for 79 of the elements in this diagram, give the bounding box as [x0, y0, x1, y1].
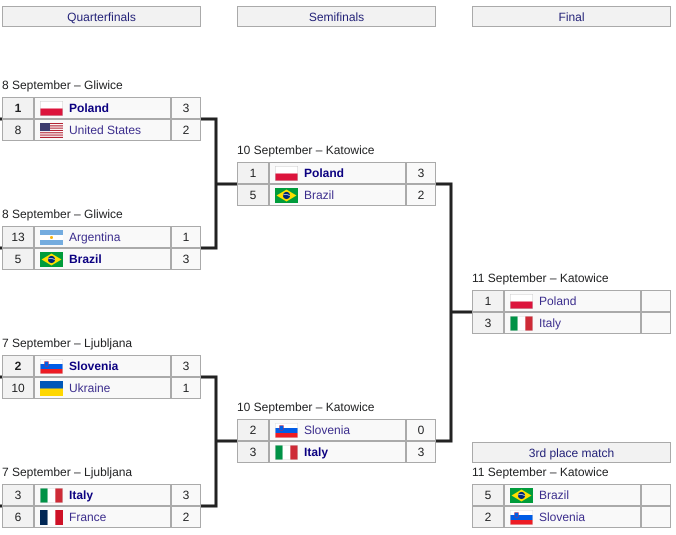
team-name: Poland — [539, 293, 576, 310]
team-row — [3, 485, 200, 505]
team-row — [473, 507, 670, 527]
team-row — [473, 485, 670, 505]
bracket-line — [0, 504, 2, 508]
team-row — [3, 120, 200, 140]
team-row — [3, 507, 200, 527]
seed-cell: 10 — [3, 378, 33, 398]
team-name: Italy — [69, 487, 94, 504]
seed-cell: 2 — [238, 420, 268, 440]
score-cell: 3 — [172, 485, 200, 505]
team-name: Argentina — [69, 229, 120, 246]
team-row — [238, 420, 435, 440]
team-name: Slovenia — [69, 358, 118, 375]
round-header: Final — [472, 6, 671, 27]
score-cell: 0 — [407, 420, 435, 440]
score-cell: 3 — [172, 249, 200, 269]
team-row — [3, 378, 200, 398]
score-cell: 2 — [407, 185, 435, 205]
team-row — [3, 356, 200, 376]
seed-cell: 13 — [3, 227, 33, 247]
match-date-venue: 7 September – Ljubljana — [2, 465, 132, 479]
seed-cell: 6 — [3, 507, 33, 527]
score-cell: 1 — [172, 227, 200, 247]
bracket-line — [0, 246, 2, 250]
score-cell: 3 — [172, 98, 200, 118]
team-name: Italy — [539, 315, 562, 332]
seed-cell: 5 — [3, 249, 33, 269]
bracket-line — [0, 376, 2, 378]
team-name: Brazil — [304, 187, 334, 204]
seed-cell: 3 — [3, 485, 33, 505]
team-row — [238, 185, 435, 205]
team-name: Brazil — [539, 487, 570, 504]
team-name: Poland — [304, 165, 344, 182]
score-cell: 2 — [172, 120, 200, 140]
score-cell: 1 — [172, 378, 200, 398]
seed-cell: 8 — [3, 120, 33, 140]
team-name: France — [69, 509, 106, 526]
seed-cell: 3 — [238, 442, 268, 462]
team-name: Brazil — [69, 251, 102, 268]
score-cell: 2 — [172, 507, 200, 527]
match-date-venue: 11 September – Katowice — [472, 465, 609, 479]
match-date-venue: 10 September – Katowice — [237, 143, 374, 157]
match-date-venue: 7 September – Ljubljana — [2, 336, 132, 350]
team-name: Slovenia — [304, 422, 350, 439]
seed-cell: 2 — [3, 356, 33, 376]
bracket-line — [436, 310, 472, 442]
team-row — [473, 291, 670, 311]
team-row — [238, 163, 435, 183]
team-name: Italy — [304, 444, 328, 461]
team-row — [3, 249, 200, 269]
team-row — [473, 313, 670, 333]
bracket-line — [201, 182, 237, 250]
seed-cell: 2 — [473, 507, 503, 527]
round-header: 3rd place match — [472, 442, 671, 463]
seed-cell: 5 — [473, 485, 503, 505]
seed-cell: 1 — [473, 291, 503, 311]
round-header: Semifinals — [237, 6, 436, 27]
team-row — [3, 227, 200, 247]
bracket-line — [201, 440, 237, 508]
team-name: Slovenia — [539, 509, 586, 526]
match-date-venue: 10 September – Katowice — [237, 400, 374, 414]
match-date-venue: 8 September – Gliwice — [2, 207, 123, 221]
round-header: Quarterfinals — [2, 6, 201, 27]
match-date-venue: 8 September – Gliwice — [2, 78, 123, 92]
bracket-line — [0, 118, 2, 120]
seed-cell: 3 — [473, 313, 503, 333]
match-date-venue: 11 September – Katowice — [472, 271, 609, 285]
score-cell: 3 — [407, 442, 435, 462]
seed-cell: 1 — [238, 163, 268, 183]
score-cell: 3 — [172, 356, 200, 376]
seed-cell: 5 — [238, 185, 268, 205]
team-name: United States — [69, 122, 142, 139]
seed-cell: 1 — [3, 98, 33, 118]
team-name: Ukraine — [69, 380, 110, 397]
team-row — [3, 98, 200, 118]
team-name: Poland — [69, 100, 110, 117]
score-cell: 3 — [407, 163, 435, 183]
team-row — [238, 442, 435, 462]
